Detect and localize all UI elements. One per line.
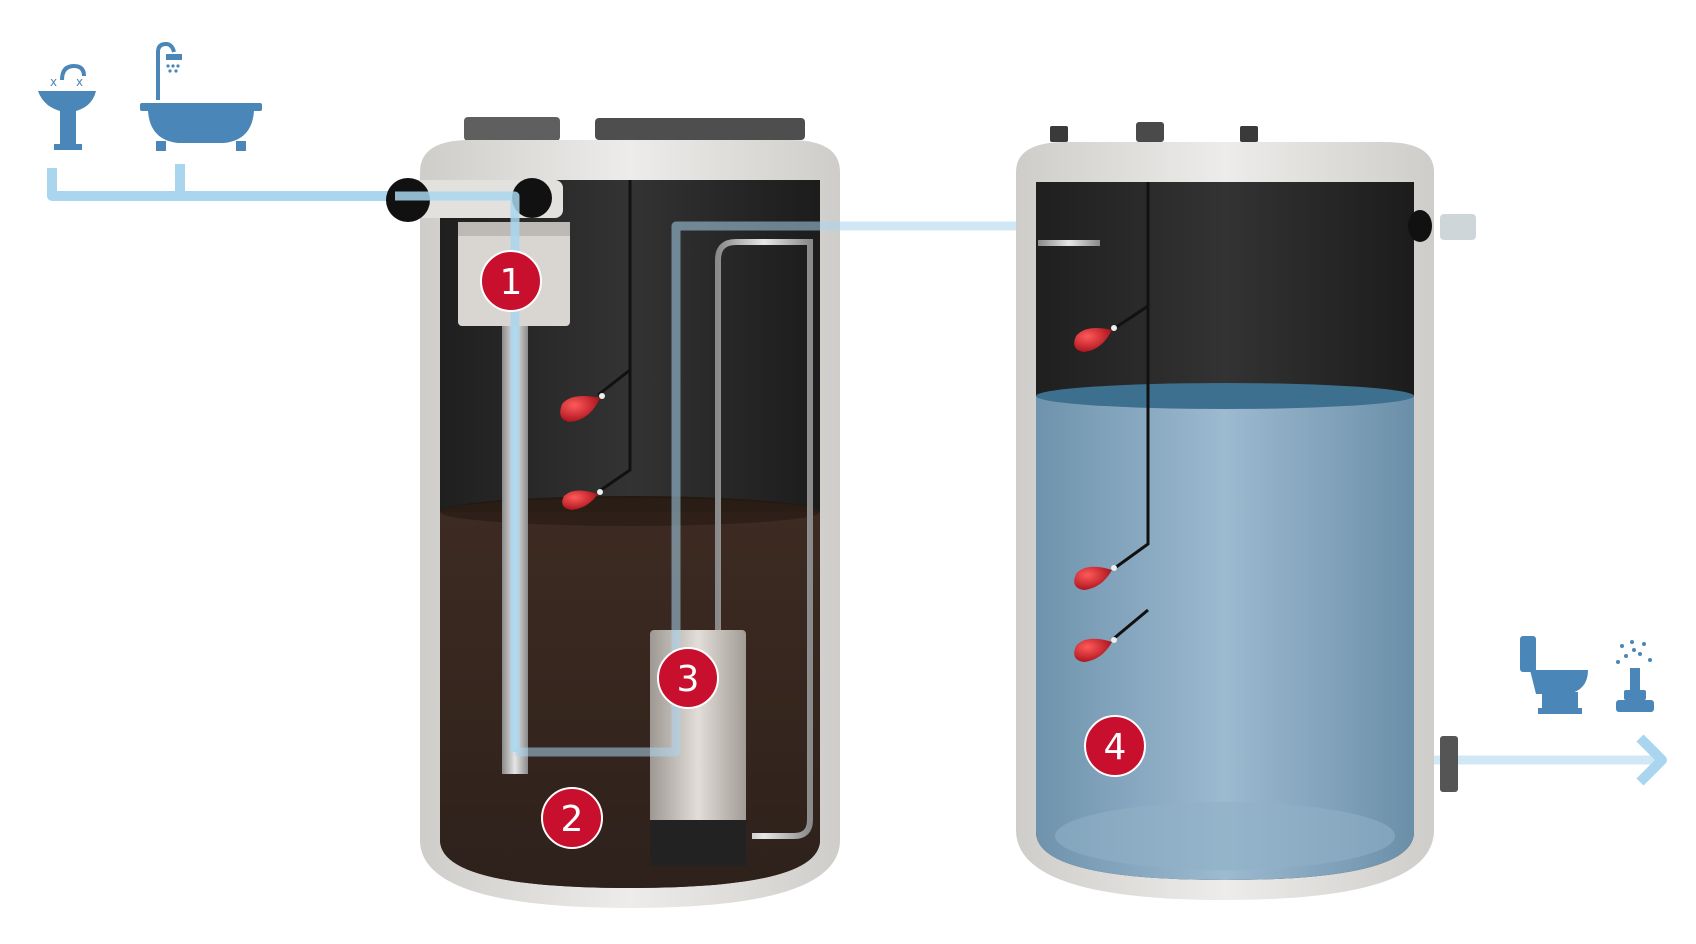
- svg-text:3: 3: [677, 659, 700, 700]
- marker-2: 2: [541, 787, 603, 849]
- float-switch-top: [1074, 325, 1117, 352]
- svg-text:2: 2: [561, 799, 584, 840]
- input-drain-pipe: [47, 164, 395, 201]
- clean-water-storage-tank: [1016, 122, 1476, 900]
- float-switch-middle: [1074, 565, 1117, 590]
- svg-text:1: 1: [500, 262, 523, 303]
- float-switch-bottom: [1074, 637, 1117, 662]
- float-switch-upper: [560, 393, 605, 422]
- flow-path-tank1: [395, 191, 520, 752]
- svg-text:x: x: [50, 75, 57, 89]
- svg-text:4: 4: [1104, 727, 1127, 768]
- marker-1: 1: [480, 250, 542, 312]
- garden-sprinkler-icon: [1616, 640, 1654, 712]
- marker-4: 4: [1084, 715, 1146, 777]
- float-switch-lower: [562, 489, 603, 510]
- bathtub-shower-icon: [140, 41, 262, 151]
- marker-3: 3: [657, 647, 719, 709]
- greywater-treatment-tank: [386, 117, 840, 908]
- sink-icon: x x: [38, 63, 96, 150]
- toilet-icon: [1520, 636, 1588, 714]
- svg-text:x: x: [76, 75, 83, 89]
- output-flow-arrow: [1636, 734, 1667, 786]
